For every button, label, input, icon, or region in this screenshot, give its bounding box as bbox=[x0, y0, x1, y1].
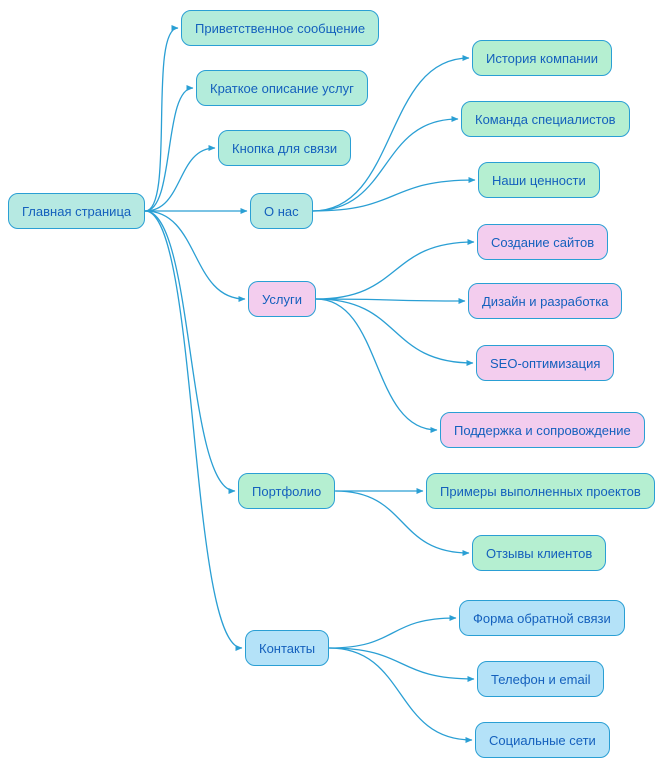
node-site-creation: Создание сайтов bbox=[477, 224, 609, 260]
node-our-values: Наши ценности bbox=[478, 162, 600, 198]
edge-services-support bbox=[315, 298, 438, 433]
edge-contacts-form bbox=[329, 615, 457, 649]
edge-services-design bbox=[315, 297, 466, 304]
node-phone-email: Телефон и email bbox=[477, 661, 605, 697]
node-about-us: О нас bbox=[250, 193, 313, 229]
edge-services-seo bbox=[315, 298, 474, 366]
node-seo-optimization: SEO-оптимизация bbox=[476, 345, 615, 381]
node-services-brief: Краткое описание услуг bbox=[196, 70, 368, 106]
node-support: Поддержка и сопровождение bbox=[440, 412, 645, 448]
node-contacts: Контакты bbox=[245, 630, 330, 666]
edge-home-welcome bbox=[144, 25, 179, 212]
node-portfolio: Портфолио bbox=[238, 473, 336, 509]
node-social-networks: Социальные сети bbox=[475, 722, 610, 758]
node-welcome-message: Приветственное сообщение bbox=[181, 10, 380, 46]
edge-services-sites bbox=[315, 239, 475, 300]
node-company-history: История компании bbox=[472, 40, 612, 76]
edge-home-brief bbox=[145, 85, 194, 212]
edge-contacts-social bbox=[329, 647, 473, 743]
node-contact-button: Кнопка для связи bbox=[218, 130, 352, 166]
edge-portfolio-reviews bbox=[335, 490, 470, 556]
edge-about-team bbox=[312, 116, 459, 212]
edge-home-portfolio bbox=[145, 210, 236, 494]
node-feedback-form: Форма обратной связи bbox=[459, 600, 625, 636]
edge-contacts-phone bbox=[329, 647, 475, 682]
edge-about-history bbox=[312, 55, 470, 212]
node-specialists-team: Команда специалистов bbox=[461, 101, 630, 137]
node-client-reviews: Отзывы клиентов bbox=[472, 535, 607, 571]
node-project-examples: Примеры выполненных проектов bbox=[426, 473, 655, 509]
node-design-development: Дизайн и разработка bbox=[468, 283, 623, 319]
node-home-page: Главная страница bbox=[8, 193, 146, 229]
edge-about-values bbox=[312, 177, 476, 212]
edge-home-services bbox=[145, 210, 246, 302]
node-services: Услуги bbox=[248, 281, 316, 317]
edge-home-contact_btn bbox=[145, 145, 216, 212]
edge-home-contacts bbox=[145, 210, 243, 651]
